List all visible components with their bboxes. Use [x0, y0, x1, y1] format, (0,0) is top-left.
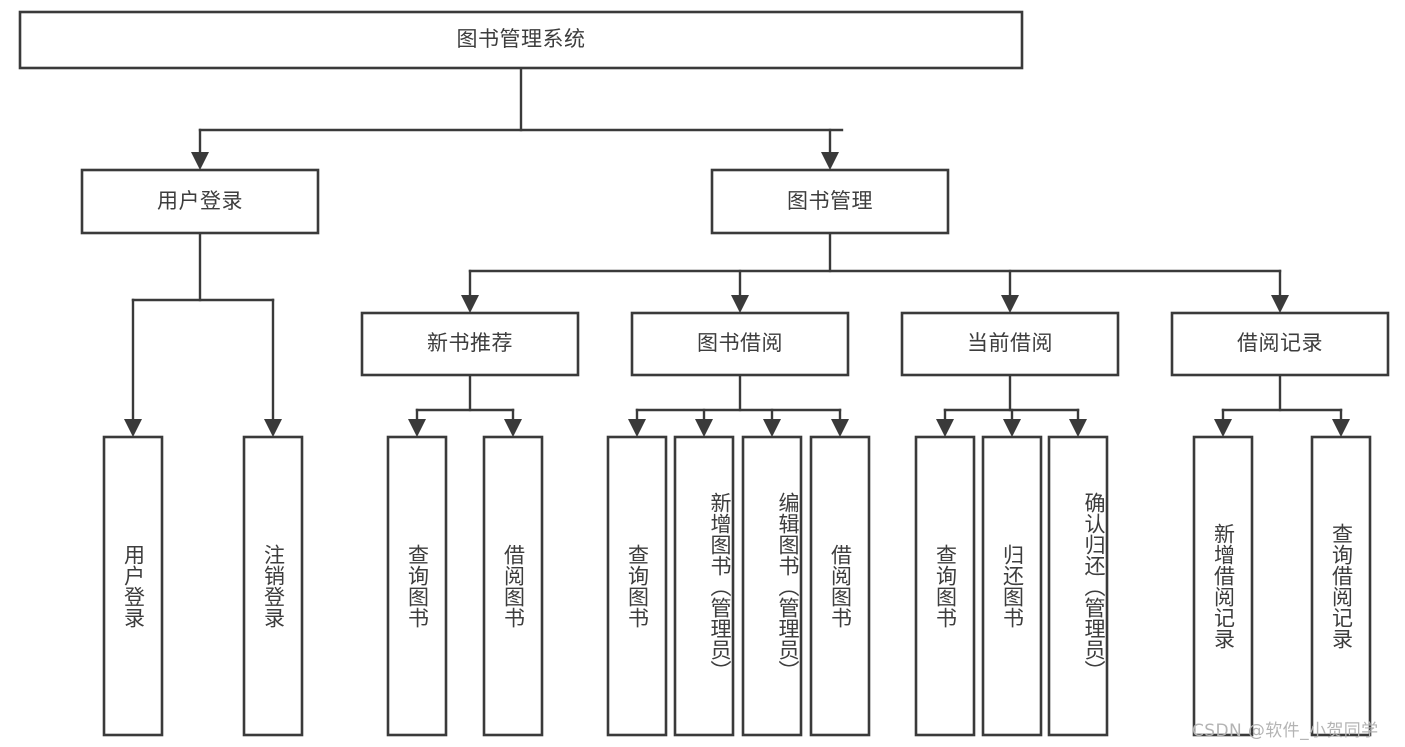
- arrowhead-leaf-query-book-rec: [408, 419, 426, 437]
- arrowhead-leaf-return-book: [1003, 419, 1021, 437]
- arrowhead-leaf-query-book-borrow: [628, 419, 646, 437]
- arrowhead-leaf-confirm-return: [1069, 419, 1087, 437]
- edge-group-root: [191, 66, 844, 170]
- arrowhead-book-borrow: [731, 295, 749, 313]
- node-leaf-query-record-box[interactable]: [1310, 435, 1372, 737]
- edge-group-book-manage: [461, 231, 1289, 313]
- node-new-book-rec-box[interactable]: [360, 311, 580, 377]
- edge-group-user-login: [124, 231, 282, 437]
- node-leaf-query-book-cur-box[interactable]: [914, 435, 976, 737]
- arrowhead-borrow-record: [1271, 295, 1289, 313]
- arrowhead-leaf-borrow-book: [831, 419, 849, 437]
- arrowhead-leaf-query-book-cur: [936, 419, 954, 437]
- node-leaf-query-book-rec-box[interactable]: [386, 435, 448, 737]
- node-book-borrow-box[interactable]: [630, 311, 850, 377]
- node-leaf-user-logout-box[interactable]: [242, 435, 304, 737]
- arrowhead-leaf-query-record: [1332, 419, 1350, 437]
- node-borrow-record-box[interactable]: [1170, 311, 1390, 377]
- node-root-box[interactable]: [18, 10, 1024, 70]
- arrowhead-leaf-add-book: [695, 419, 713, 437]
- arrowhead-current-borrow: [1001, 295, 1019, 313]
- arrowhead-leaf-edit-book: [763, 419, 781, 437]
- node-leaf-borrow-book-box[interactable]: [809, 435, 871, 737]
- arrowhead-leaf-borrow-book-rec: [504, 419, 522, 437]
- node-leaf-query-book-borrow-box[interactable]: [606, 435, 668, 737]
- node-leaf-confirm-return-box[interactable]: [1047, 435, 1109, 737]
- node-book-manage-box[interactable]: [710, 168, 950, 235]
- edge-group-current-borrow: [936, 373, 1087, 437]
- node-current-borrow-box[interactable]: [900, 311, 1120, 377]
- arrowhead-leaf-add-record: [1214, 419, 1232, 437]
- edge-group-new-book-rec: [408, 373, 522, 437]
- node-leaf-add-record-box[interactable]: [1192, 435, 1254, 737]
- node-leaf-borrow-book-rec-box[interactable]: [482, 435, 544, 737]
- arrowhead-new-book-rec: [461, 295, 479, 313]
- node-leaf-edit-book-box[interactable]: [741, 435, 803, 737]
- node-leaf-user-login-box[interactable]: [102, 435, 164, 737]
- arrowhead-leaf-user-login: [124, 419, 142, 437]
- csdn-watermark: CSDN @软件_小贺同学: [1192, 721, 1379, 741]
- node-user-login-box[interactable]: [80, 168, 320, 235]
- edge-group-borrow-record: [1214, 373, 1350, 437]
- arrowhead-leaf-user-logout: [264, 419, 282, 437]
- node-leaf-return-book-box[interactable]: [981, 435, 1043, 737]
- arrowhead-user-login: [191, 152, 209, 170]
- edge-group-book-borrow: [628, 373, 849, 437]
- arrowhead-book-manage: [821, 152, 839, 170]
- node-leaf-add-book-box[interactable]: [673, 435, 735, 737]
